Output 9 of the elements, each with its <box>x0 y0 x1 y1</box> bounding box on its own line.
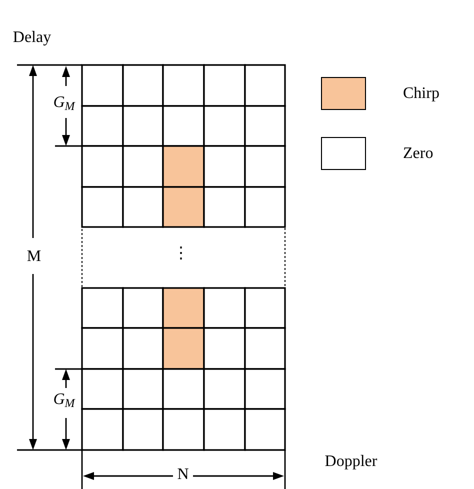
axis-label: G$_{M}$ <box>52 390 76 410</box>
axis-label: G$_{M}$ <box>52 93 76 113</box>
axis-label: M <box>26 247 42 267</box>
legend-label: Zero <box>403 144 434 164</box>
axis-label: N <box>176 465 190 485</box>
axis-label: Delay <box>12 28 52 48</box>
axis-label: Doppler <box>324 452 378 472</box>
ellipsis-mark: ⋮ <box>173 244 187 264</box>
legend-label: Chirp <box>403 84 440 104</box>
